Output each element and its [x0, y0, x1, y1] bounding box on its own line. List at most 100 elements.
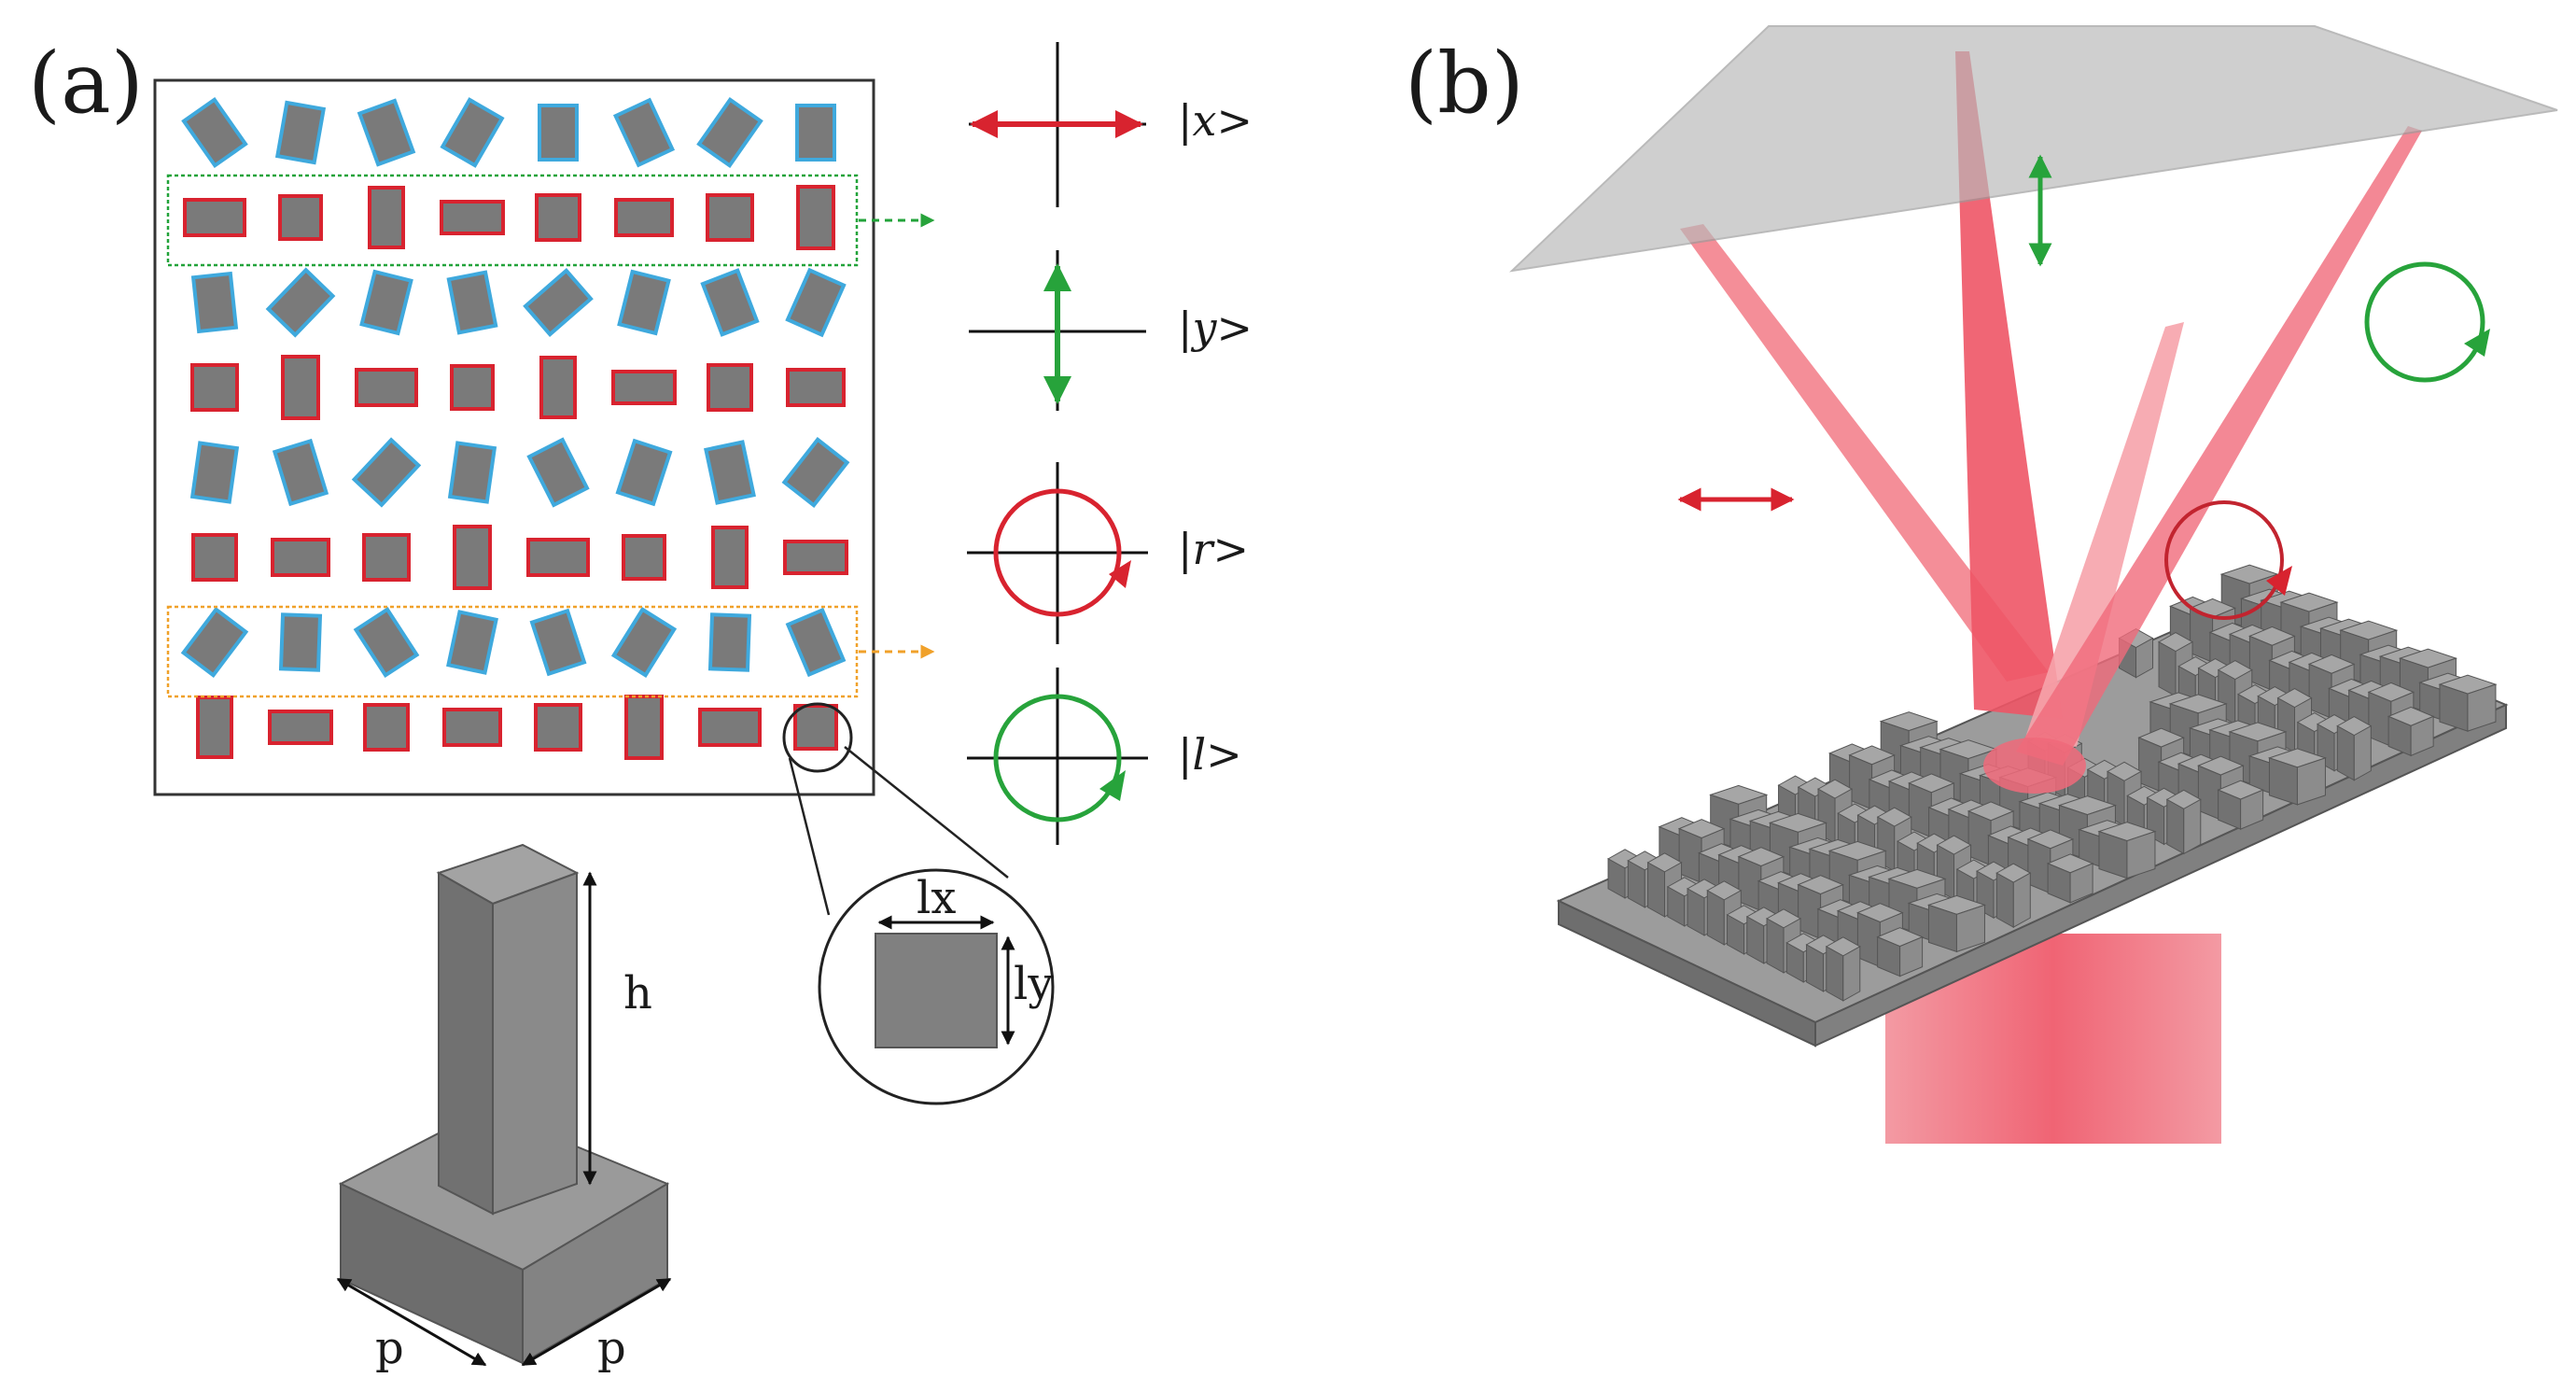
unit-pillar: [271, 538, 330, 577]
substrate-pillar: [1926, 894, 1987, 953]
unit-pillar: [359, 269, 413, 336]
substrate-pillar: [2165, 789, 2202, 855]
unit-pillar: [795, 104, 836, 162]
image-plane: [1509, 25, 2558, 273]
state-y: |y>: [969, 250, 1253, 411]
unit-pillar: [265, 267, 336, 338]
beam-l: [2016, 126, 2422, 766]
unit-pillar: [440, 97, 505, 168]
unit-pillar: [355, 368, 418, 407]
unit-pillar: [278, 194, 323, 241]
pillar-3d: h p p: [336, 843, 672, 1374]
unit-pillar: [698, 708, 762, 747]
substrate-pillar: [2217, 780, 2264, 830]
unit-pillar: [534, 703, 582, 752]
unit-pillar: [190, 363, 239, 412]
unit-pillar: [526, 437, 590, 508]
state-r: |r>: [967, 462, 1249, 644]
state-x: |x>: [969, 42, 1253, 207]
unit-pillar: [274, 100, 327, 165]
ket-y: |y>: [1178, 302, 1253, 353]
substrate-pillar: [1825, 936, 1861, 1002]
unit-pillar: [617, 269, 671, 336]
substrate-pillar: [2046, 853, 2094, 904]
pillar-grid: [180, 96, 850, 760]
unit-pillar: [181, 96, 248, 169]
unit-pillar: [783, 540, 848, 575]
unit-pillar: [610, 607, 678, 678]
unit-pillar: [362, 533, 411, 582]
unit-pillar: [191, 533, 238, 582]
diffracted-beams: [1680, 51, 2422, 794]
state-l: |l>: [967, 668, 1242, 845]
unit-pillar: [539, 356, 577, 419]
unit-pillar: [615, 438, 673, 507]
unit-pillar: [189, 441, 240, 504]
substrate-pillar: [1995, 863, 2032, 928]
b-red-circular-arrow: [2164, 500, 2284, 620]
unit-pillar: [183, 198, 246, 237]
unit-pillar: [353, 607, 420, 678]
unit-pillar: [785, 267, 847, 338]
metasurface-array: [153, 78, 935, 796]
zoom-source-circle: [782, 702, 853, 773]
unit-pillar: [440, 200, 505, 235]
unit-pillar: [272, 438, 329, 507]
ket-l: |l>: [1178, 729, 1242, 780]
unit-pillar: [453, 525, 492, 590]
unit-pillar: [614, 198, 674, 237]
unit-pillar: [190, 271, 239, 334]
period-label-1: p: [375, 1322, 404, 1374]
unit-pillar: [278, 612, 323, 672]
unit-pillar: [529, 608, 587, 677]
unit-pillar: [711, 526, 749, 589]
substrate-pillar: [2387, 706, 2435, 757]
unit-pillar: [523, 268, 594, 337]
unit-pillar: [707, 363, 753, 412]
metasurface-substrate: [1556, 564, 2509, 1048]
unit-pillar: [538, 104, 579, 162]
unit-pillar: [446, 610, 498, 675]
height-label: h: [623, 967, 652, 1019]
unit-pillar: [363, 703, 410, 752]
unit-pillar: [526, 538, 590, 577]
substrate-pillar: [2336, 716, 2373, 781]
unit-pillar: [611, 370, 677, 405]
substrate-pillar: [2267, 748, 2328, 806]
left-circular-icon: [993, 694, 1122, 823]
panel-a-label: (a): [28, 35, 144, 133]
unit-pillar: [785, 607, 847, 678]
unit-pillar: [700, 268, 760, 337]
unit-pillar: [368, 186, 405, 249]
unit-pillar: [706, 193, 754, 242]
substrate-pillar: [2438, 674, 2498, 732]
period-label-2: p: [597, 1322, 626, 1374]
unit-pillar: [707, 612, 752, 672]
unit-pillar: [704, 440, 756, 505]
unit-pillar: [180, 607, 249, 678]
ket-r: |r>: [1178, 524, 1249, 574]
unit-pillar: [450, 364, 495, 411]
unit-pillar: [622, 534, 666, 581]
right-circular-icon: [993, 488, 1122, 617]
unit-pillar: [351, 437, 422, 508]
panel-b-label: (b): [1405, 35, 1524, 133]
beam-x: [1680, 224, 2049, 682]
unit-pillar: [535, 193, 581, 242]
beam-y: [1955, 51, 2063, 719]
green-row-highlight: [166, 174, 859, 267]
unit-pillar: [793, 704, 838, 751]
unit-pillar: [357, 98, 416, 167]
unit-pillar: [696, 96, 763, 169]
orange-row-highlight: [166, 605, 859, 698]
beam-r: [2025, 322, 2184, 747]
unit-pillar: [781, 437, 850, 508]
substrate-pillar: [2097, 822, 2157, 879]
substrate-pillars: [1607, 564, 2498, 1002]
unit-pillar: [786, 368, 846, 407]
zoom-pillar: [875, 933, 998, 1048]
unit-pillar: [447, 441, 497, 504]
array-frame: [153, 78, 875, 796]
lx-label: lx: [917, 872, 956, 924]
